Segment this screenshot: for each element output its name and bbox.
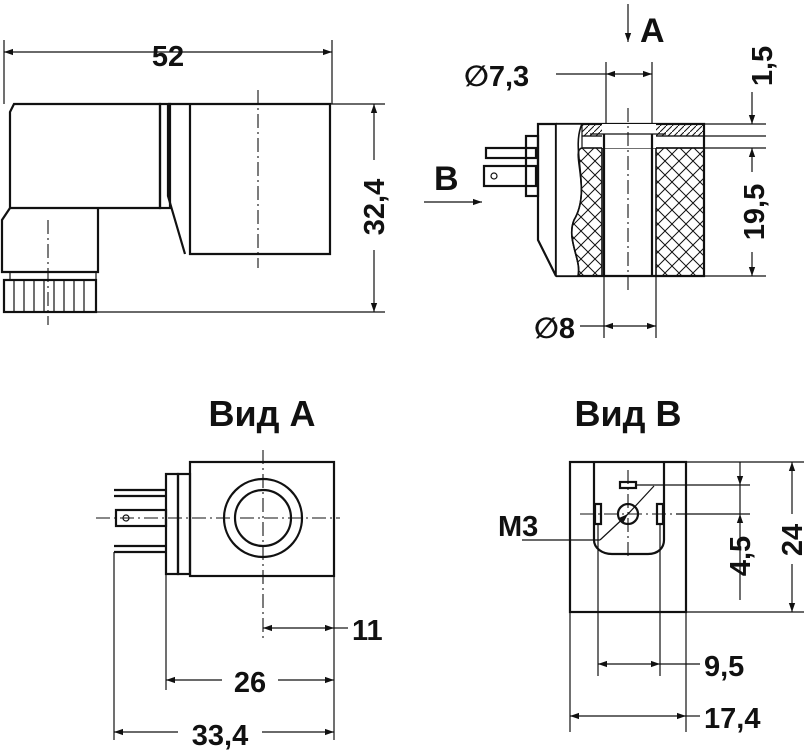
side-view: 52 32,4 [0,40,391,325]
dim-total-width-33-4: 33,4 [192,720,248,752]
dim-inner-dia: ∅7,3 [464,61,529,93]
dim-width-17-4: 17,4 [704,703,760,735]
view-a: Вид А 11 26 33,4 [96,393,383,752]
dim-pin-offset-4-5: 4,5 [725,536,757,576]
dim-offset-11: 11 [352,615,383,647]
section-view: A B ∅7,3 ∅8 [424,4,779,345]
dim-height-24: 24 [777,524,807,556]
dim-height-32-4: 32,4 [359,179,391,235]
view-b-marker: B [434,160,459,198]
knurl-lines [13,280,85,312]
dim-outer-dia: ∅8 [534,313,575,345]
dim-body-width-26: 26 [234,667,266,699]
view-b: Вид В M3 4,5 24 [498,393,807,735]
view-b-title: Вид В [575,393,682,434]
dim-top-1-5: 1,5 [747,46,779,86]
view-a-marker: A [640,12,665,50]
dim-length-52: 52 [152,41,184,73]
dim-pin-spacing-9-5: 9,5 [704,651,744,683]
view-a-title: Вид А [209,393,316,434]
dim-height-19-5: 19,5 [739,184,771,240]
thread-label-m3: M3 [498,511,538,543]
